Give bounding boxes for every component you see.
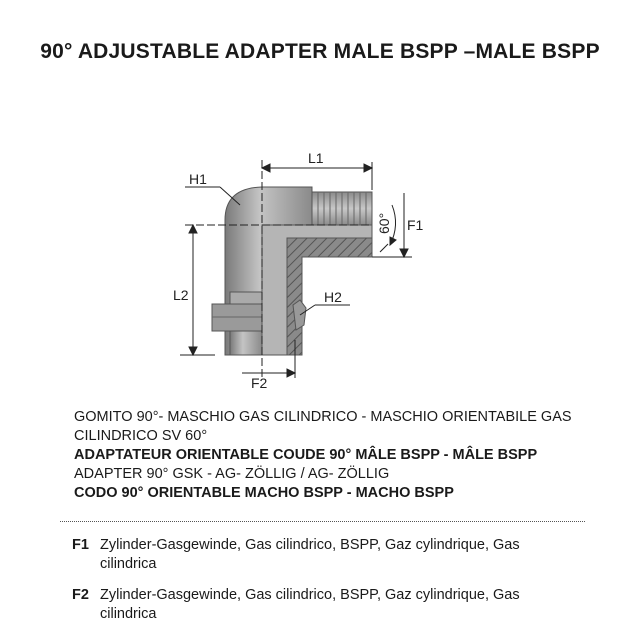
description-german: ADAPTER 90° GSK - AG- ZÖLLIG / AG- ZÖLLI… xyxy=(74,466,390,482)
page-title: 90° ADJUSTABLE ADAPTER MALE BSPP –MALE B… xyxy=(40,40,600,63)
spec-value: Zylinder-Gasgewinde, Gas cilindrico, BSP… xyxy=(100,587,520,622)
spec-key: F2 xyxy=(72,587,89,603)
angle-label: 60° xyxy=(376,213,392,234)
spec-key: F1 xyxy=(72,537,89,553)
spec-value: Zylinder-Gasgewinde, Gas cilindrico, BSP… xyxy=(100,537,520,572)
dimension-label-f2: F2 xyxy=(251,375,268,391)
description-french: ADAPTATEUR ORIENTABLE COUDE 90° MÂLE BSP… xyxy=(74,447,538,463)
dimension-lines xyxy=(180,160,412,380)
dimension-label-l2: L2 xyxy=(173,287,189,303)
dotted-divider xyxy=(60,521,585,522)
dimension-label-f1: F1 xyxy=(407,217,424,233)
description-spanish: CODO 90° ORIENTABLE MACHO BSPP - MACHO B… xyxy=(74,485,454,501)
description-italian: GOMITO 90°- MASCHIO GAS CILINDRICO - MAS… xyxy=(74,409,572,444)
fitting-body xyxy=(211,186,373,356)
dimension-label-l1: L1 xyxy=(308,150,324,166)
dimension-label-h2: H2 xyxy=(324,289,342,305)
dimension-label-h1: H1 xyxy=(189,171,207,187)
product-description: GOMITO 90°- MASCHIO GAS CILINDRICO - MAS… xyxy=(74,408,584,503)
